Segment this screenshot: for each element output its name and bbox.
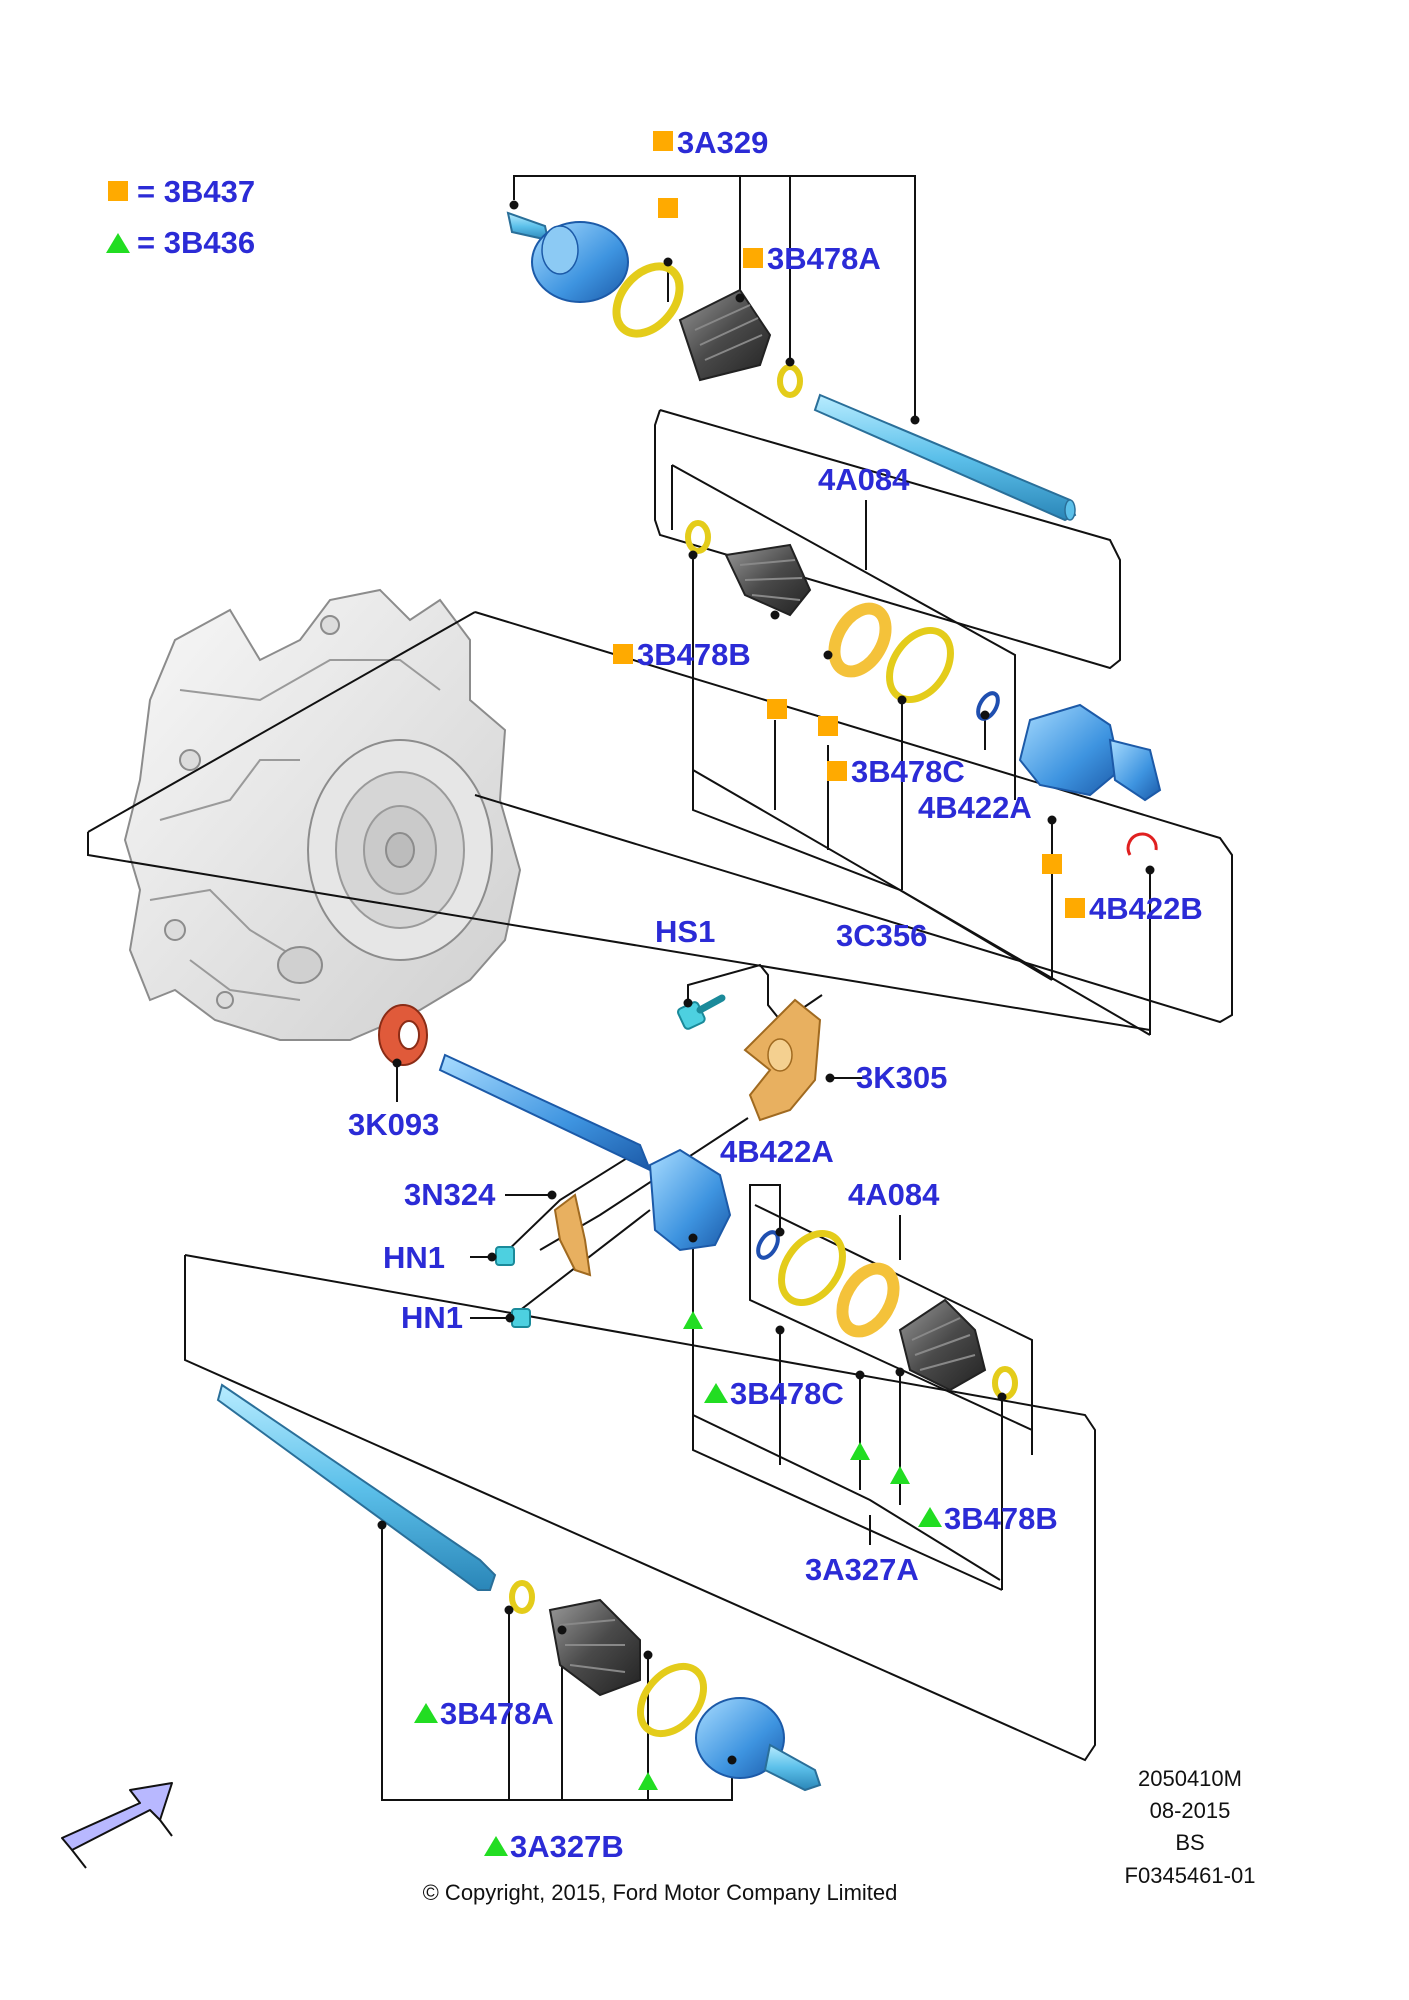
callout-3K093: 3K093 [348, 1107, 439, 1142]
top-outer-cv-joint [506, 211, 629, 303]
drawing-number: 2050410M [1138, 1766, 1242, 1791]
copyright-notice: © Copyright, 2015, Ford Motor Company Li… [423, 1880, 898, 1905]
callout-3C356: 3C356 [836, 918, 927, 953]
middle-clamp-large [778, 1229, 846, 1307]
leader-dots [377, 200, 1155, 1765]
square-marker [658, 198, 678, 218]
nut-hn1-b [511, 1308, 531, 1328]
bearing-bracket [743, 998, 822, 1122]
leader-lines [87, 175, 1233, 1801]
bottom-clamp-large [636, 1662, 708, 1738]
top-boot [678, 288, 772, 382]
callout-3B478B-top: 3B478B [637, 637, 751, 672]
drawing-market: BS [1175, 1830, 1204, 1855]
callout-HS1: HS1 [655, 914, 715, 949]
callout-3B478A-bot: 3B478A [440, 1696, 554, 1731]
callout-3N324: 3N324 [404, 1177, 496, 1212]
callout-3A327B: 3A327B [510, 1829, 624, 1864]
drawing-reference: F0345461-01 [1125, 1863, 1256, 1888]
top-clamp-ring-orange [828, 602, 892, 678]
callout-labels: 3A329 3B478A 4A084 3B478B 3B478C 4B422A … [348, 125, 1203, 1864]
square-marker [1042, 854, 1062, 874]
bolt-hs1 [677, 994, 726, 1030]
middle-clamp-ring-orange [836, 1262, 900, 1338]
top-clamp-large-inner [886, 626, 954, 704]
transmission-housing [123, 588, 522, 1041]
triangle-marker [850, 1442, 870, 1460]
callout-4A084-mid: 4A084 [848, 1177, 940, 1212]
middle-clamp-small [992, 1366, 1018, 1400]
top-halfshaft-assembly [506, 211, 1162, 856]
callout-HN1-b: HN1 [401, 1300, 463, 1335]
nut-hn1-a [495, 1246, 515, 1266]
drawing-info-block: 2050410M 08-2015 BS F0345461-01 [1125, 1766, 1256, 1888]
triangle-marker [890, 1466, 910, 1484]
top-circlip [1126, 832, 1158, 856]
callout-3B478A-top: 3B478A [767, 241, 881, 276]
middle-boot [898, 1298, 987, 1392]
legend-triangle-symbol [106, 233, 130, 253]
callout-3B478C-top: 3B478C [851, 754, 965, 789]
callout-4B422A-mid: 4B422A [720, 1134, 834, 1169]
legend-square-text: = 3B437 [137, 174, 255, 209]
callout-3K305: 3K305 [856, 1060, 947, 1095]
callout-4B422A-top: 4B422A [918, 790, 1032, 825]
oil-seal [378, 1004, 428, 1066]
bottom-boot [548, 1598, 641, 1697]
bottom-halfshaft-assembly [216, 1383, 822, 1792]
top-clamp-small [777, 364, 803, 398]
top-clamp-large [612, 262, 684, 338]
drawing-date: 08-2015 [1150, 1798, 1231, 1823]
middle-shaft [438, 1053, 652, 1173]
middle-inner-cv-joint [648, 1148, 732, 1252]
bottom-intermediate-shaft [216, 1383, 497, 1591]
top-inner-clamp-small [685, 520, 711, 554]
callout-3B478C-bot: 3B478C [730, 1376, 844, 1411]
top-o-ring [976, 691, 1000, 721]
callout-3B478B-bot: 3B478B [944, 1501, 1058, 1536]
triangle-marker [683, 1311, 703, 1329]
top-inner-boot [724, 543, 812, 617]
callout-HN1-a: HN1 [383, 1240, 445, 1275]
triangle-marker [638, 1772, 658, 1790]
callout-3A329: 3A329 [677, 125, 768, 160]
bottom-clamp-small [509, 1580, 535, 1614]
legend-triangle-text: = 3B436 [137, 225, 255, 260]
kit-markers [638, 198, 1062, 1790]
top-inner-cv-joint [1018, 703, 1162, 802]
top-intermediate-shaft [813, 393, 1077, 522]
legend-square-symbol [108, 181, 128, 201]
callout-4B422B: 4B422B [1089, 891, 1203, 926]
vehicle-front-arrow-icon [61, 1782, 173, 1869]
middle-o-ring [756, 1230, 780, 1260]
bearing-cap [553, 1193, 592, 1277]
middle-halfshaft-assembly [378, 994, 1018, 1400]
callout-4A084-top: 4A084 [818, 462, 910, 497]
callout-3A327A: 3A327A [805, 1552, 919, 1587]
square-marker [767, 699, 787, 719]
legend: = 3B437 = 3B436 [106, 174, 255, 260]
bottom-outer-cv-joint [695, 1697, 822, 1792]
square-marker [818, 716, 838, 736]
